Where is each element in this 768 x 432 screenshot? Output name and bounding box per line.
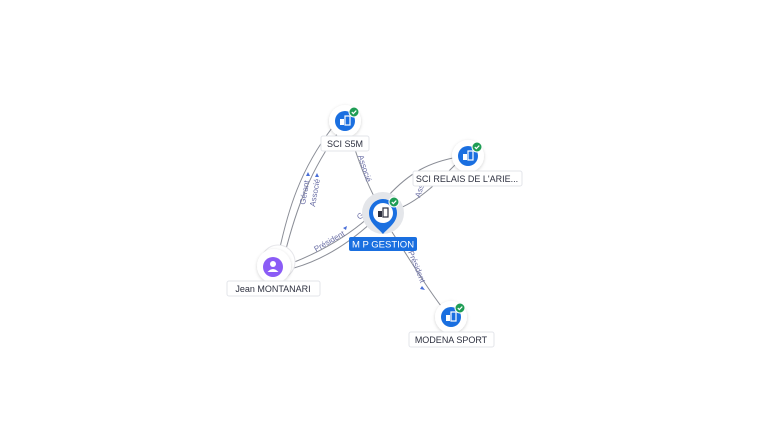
node-label-bg (412, 170, 523, 187)
edge-label-s5m-central: Associé (356, 154, 373, 184)
node-label: SCI S5M (327, 139, 363, 149)
node-person-jean-montanari[interactable]: Jean MONTANARI (226, 244, 321, 297)
building-icon (446, 311, 457, 322)
building-icon (463, 150, 474, 161)
check-icon (474, 145, 480, 150)
arrow-head (306, 172, 310, 176)
node-modena-sport[interactable]: MODENA SPORT (408, 301, 495, 348)
node-label: M P GESTION (352, 240, 414, 251)
edge-label-person-central: Président (313, 229, 347, 254)
edge-central-sci-relais-a[interactable] (387, 156, 459, 197)
edge-person-central-a[interactable] (291, 217, 369, 264)
node-label-bg (408, 331, 495, 348)
verified-badge-icon (454, 302, 466, 314)
check-icon (351, 110, 357, 115)
node-label: Jean MONTANARI (235, 284, 310, 294)
verified-badge-icon (348, 106, 360, 118)
node-sci-relais[interactable]: SCI RELAIS DE L'ARIE... (412, 140, 523, 187)
arrow-head (315, 173, 319, 177)
check-icon (391, 200, 397, 205)
building-icon (378, 207, 389, 218)
arrow-head (343, 226, 347, 230)
check-icon (457, 306, 463, 311)
edge-label-central-clipped: G (355, 211, 366, 222)
edge-labels: Gérant Associé Associé Président G Asso … (298, 154, 427, 285)
building-icon (340, 115, 351, 126)
edge-label-person-s5m-gerant: Gérant (298, 179, 311, 205)
edge-label-central-modena: Président (406, 249, 427, 284)
verified-badge-icon (471, 141, 483, 153)
node-central-mp-gestion[interactable]: M P GESTION (349, 192, 417, 251)
node-label: SCI RELAIS DE L'ARIE... (416, 174, 518, 184)
person-icon (267, 261, 279, 272)
arrow-head (420, 286, 425, 290)
edge-arrows (306, 172, 425, 290)
node-label-bg (349, 237, 417, 251)
node-label: MODENA SPORT (415, 335, 488, 345)
node-sci-s5m[interactable]: SCI S5M (320, 105, 370, 152)
node-label-bg (226, 280, 321, 297)
edge-central-sci-relais-b[interactable] (399, 161, 459, 209)
node-label-bg (320, 135, 370, 152)
edge-person-central-b[interactable] (293, 221, 373, 269)
verified-badge-icon (388, 196, 400, 208)
